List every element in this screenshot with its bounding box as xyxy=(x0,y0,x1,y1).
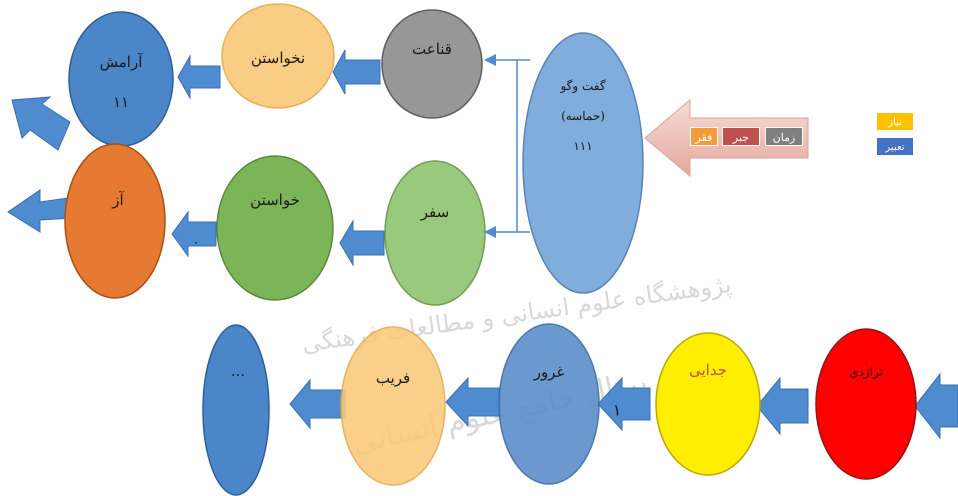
arrow-jodaee-to-ghoroor xyxy=(597,376,651,432)
arrow-az-out xyxy=(7,189,73,233)
label-az: آز xyxy=(112,191,124,209)
label-ellipsis: ... xyxy=(230,362,246,380)
label-goftogoo-line1: گفت وگو xyxy=(560,79,606,93)
label-jodaee: جدایی xyxy=(689,361,727,379)
edge-label-az-khastan: ٠ xyxy=(192,235,200,251)
label-goftogoo-line2: (حماسه) xyxy=(561,109,605,123)
tag-faghr: فقر xyxy=(690,127,718,146)
label-ghoroor: غرور xyxy=(533,363,565,381)
bracket-arrowhead-bottom xyxy=(484,226,496,238)
arrow-trajedy-to-jodaee xyxy=(756,376,809,436)
label-trajedy: تراژدی xyxy=(849,365,883,379)
label-khastan: خواستن xyxy=(250,191,300,209)
node-khastan xyxy=(216,155,334,301)
node-goftogoo xyxy=(522,32,644,294)
edge-label-ghoroor-jodaee: ١ xyxy=(612,400,622,420)
node-ellipsis xyxy=(202,324,270,496)
label-ghanaat: قناعت xyxy=(412,40,452,58)
label-nakhastan: نخواستن xyxy=(250,49,306,67)
node-nakhastan xyxy=(221,3,335,109)
node-ghoroor xyxy=(498,323,600,485)
arrow-ghanaat-to-nakhastan xyxy=(332,49,381,95)
label-safar: سفر xyxy=(420,203,450,221)
node-az xyxy=(64,143,166,299)
arrow-ghoroor-to-fareeb xyxy=(445,376,501,428)
label-fareeb: فریب xyxy=(375,369,411,387)
value-goftogoo: ١١١ xyxy=(573,139,593,153)
tag-jabr: جبر xyxy=(722,127,760,146)
node-trajedy xyxy=(815,328,917,480)
node-safar xyxy=(384,160,486,306)
label-aramesh: آرامش xyxy=(99,53,143,71)
arrow-khastan-to-az xyxy=(171,210,217,258)
node-jodaee xyxy=(655,332,761,476)
arrow-aramesh-out xyxy=(11,96,71,151)
arrow-nakhastan-to-aramesh xyxy=(177,54,221,100)
bracket-line xyxy=(516,59,530,233)
arrow-safar-to-khastan xyxy=(339,219,385,267)
value-aramesh: ١١ xyxy=(112,93,130,111)
legend-tabir: تعبیر xyxy=(876,137,914,156)
tag-zaman: زمان xyxy=(765,127,803,146)
node-ghanaat xyxy=(381,9,483,119)
node-fareeb xyxy=(340,326,446,486)
bracket-arrowhead-top xyxy=(484,54,496,66)
legend-niaz: نیاز xyxy=(876,112,914,131)
node-aramesh xyxy=(68,11,174,147)
arrow-bottom-in xyxy=(914,372,958,440)
arrow-fareeb-to-ellipsis xyxy=(289,378,346,430)
